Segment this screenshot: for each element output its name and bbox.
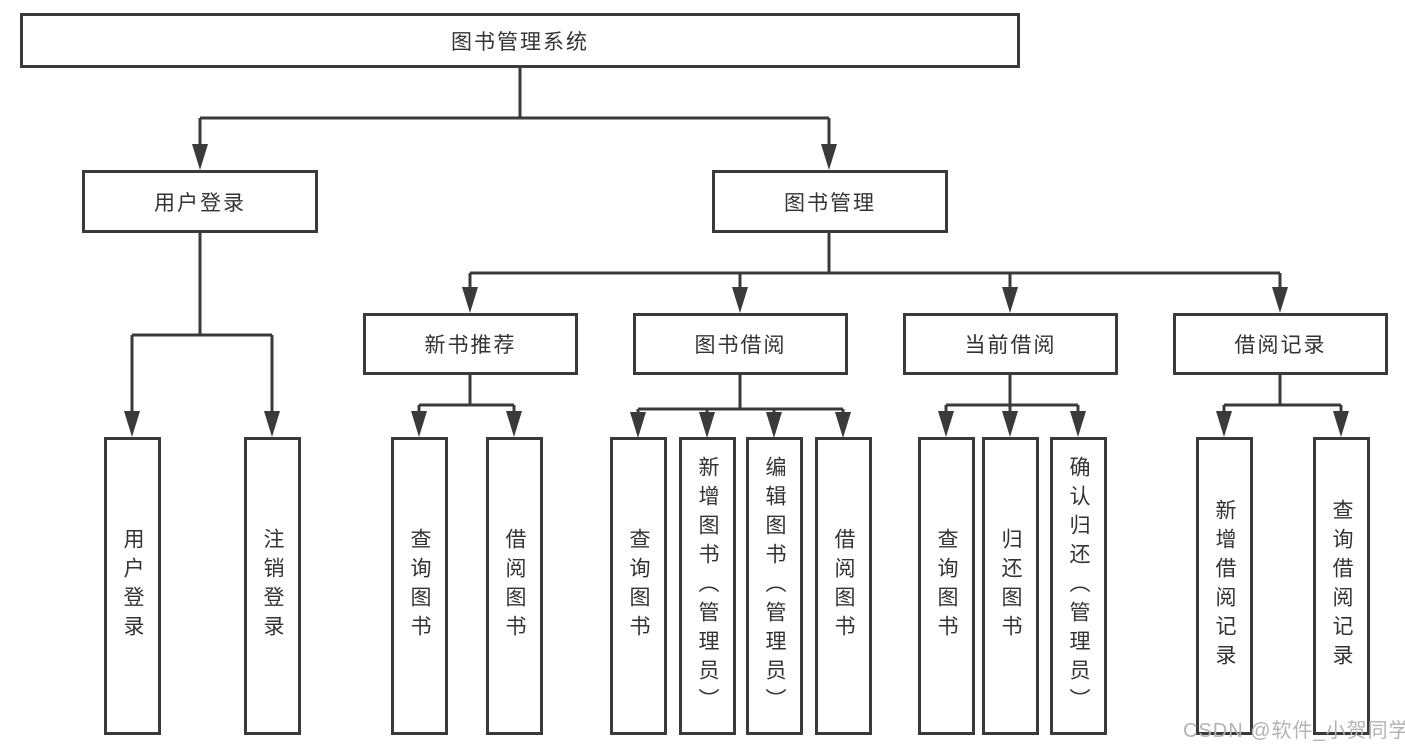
leaf-return-book: 归还图书 (982, 437, 1039, 735)
leaf-borrow-book: 借阅图书 (815, 437, 872, 735)
leaf-add-borrow-record: 新增借阅记录 (1196, 437, 1253, 735)
node-root-system: 图书管理系统 (20, 13, 1020, 68)
leaf-recommend-borrow-book: 借阅图书 (486, 437, 543, 735)
node-book-borrowing: 图书借阅 (633, 313, 848, 375)
leaf-confirm-return-admin: 确认归还（管理员） (1050, 437, 1107, 735)
leaf-current-query-book: 查询图书 (918, 437, 975, 735)
leaf-borrowing-query-book: 查询图书 (610, 437, 667, 735)
leaf-user-login: 用户登录 (104, 437, 161, 735)
leaf-add-book-admin: 新增图书（管理员） (679, 437, 736, 735)
node-borrowing-records: 借阅记录 (1173, 313, 1388, 375)
leaf-edit-book-admin: 编辑图书（管理员） (746, 437, 803, 735)
node-user-login-module: 用户登录 (82, 170, 318, 233)
node-book-management-module: 图书管理 (712, 170, 948, 233)
leaf-query-borrow-record: 查询借阅记录 (1313, 437, 1370, 735)
csdn-watermark: CSDN @软件_小贺同学 (1183, 720, 1405, 742)
node-current-borrowing: 当前借阅 (903, 313, 1118, 375)
leaf-logout: 注销登录 (244, 437, 301, 735)
arrowheads (124, 144, 1349, 438)
node-new-book-recommendation: 新书推荐 (363, 313, 578, 375)
leaf-recommend-query-book: 查询图书 (391, 437, 448, 735)
